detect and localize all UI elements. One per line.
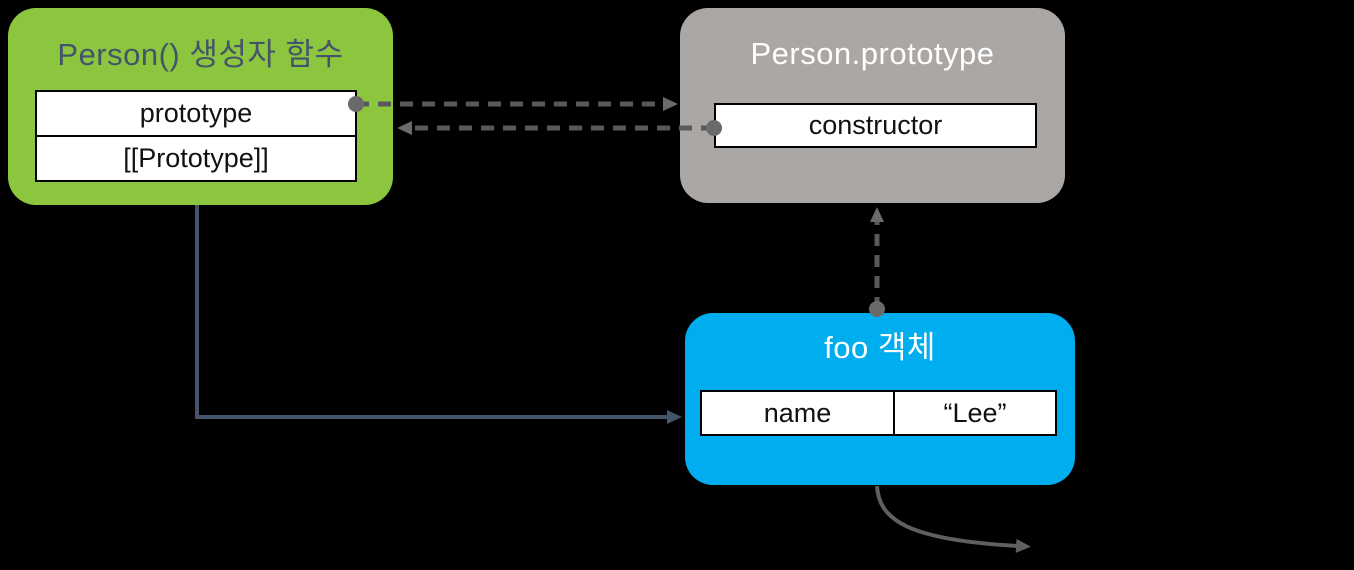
prototype-slot: prototype	[37, 92, 355, 135]
person-constructor-slot-table: prototype [[Prototype]]	[35, 90, 357, 182]
node-foo-object: foo 객체 name “Lee”	[685, 313, 1075, 485]
arrow-foo-prototype-chain	[875, 485, 1031, 553]
node-person-prototype-title: Person.prototype	[750, 36, 995, 71]
property-value-cell: “Lee”	[943, 398, 1007, 428]
internal-prototype-slot: [[Prototype]]	[37, 135, 355, 180]
node-person-prototype: Person.prototype constructor	[680, 8, 1065, 203]
constructor-slot: constructor	[714, 103, 1037, 148]
property-name-cell: name	[702, 392, 895, 434]
node-person-constructor-title: Person() 생성자 함수	[57, 37, 344, 72]
node-foo-object-title: foo 객체	[824, 330, 936, 365]
node-person-constructor: Person() 생성자 함수 prototype [[Prototype]]	[8, 8, 393, 205]
arrow-person-creates-foo	[195, 205, 682, 424]
foo-property-table: name “Lee”	[700, 390, 1057, 436]
